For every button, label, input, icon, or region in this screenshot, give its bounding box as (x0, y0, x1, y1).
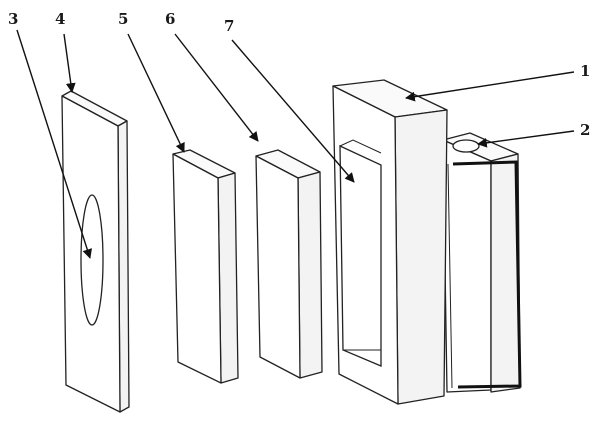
leader-7 (231, 39, 355, 183)
rect-window-part-7 (339, 144, 382, 367)
label-3: 3 (8, 10, 18, 28)
label-4: 4 (55, 10, 65, 28)
label-2: 2 (580, 121, 590, 139)
leader-2 (477, 130, 575, 148)
leader-5 (127, 33, 185, 153)
leader-lines (16, 29, 575, 259)
block-part-5 (172, 149, 239, 384)
leader-1 (405, 71, 575, 102)
leader-3 (16, 29, 92, 259)
label-6: 6 (165, 10, 175, 28)
frame-part-1 (332, 79, 448, 405)
label-5: 5 (118, 10, 128, 28)
part-labels: 1 2 3 4 5 6 7 (8, 10, 590, 139)
circular-hole-part-2 (452, 139, 480, 153)
leader-6 (174, 33, 259, 142)
leader-4 (63, 33, 76, 93)
rear-box (442, 132, 522, 393)
block-part-6 (255, 149, 323, 379)
plate-part-4 (61, 90, 130, 413)
label-7: 7 (224, 17, 234, 35)
oval-window-part-3 (80, 194, 104, 326)
label-1: 1 (580, 62, 590, 80)
